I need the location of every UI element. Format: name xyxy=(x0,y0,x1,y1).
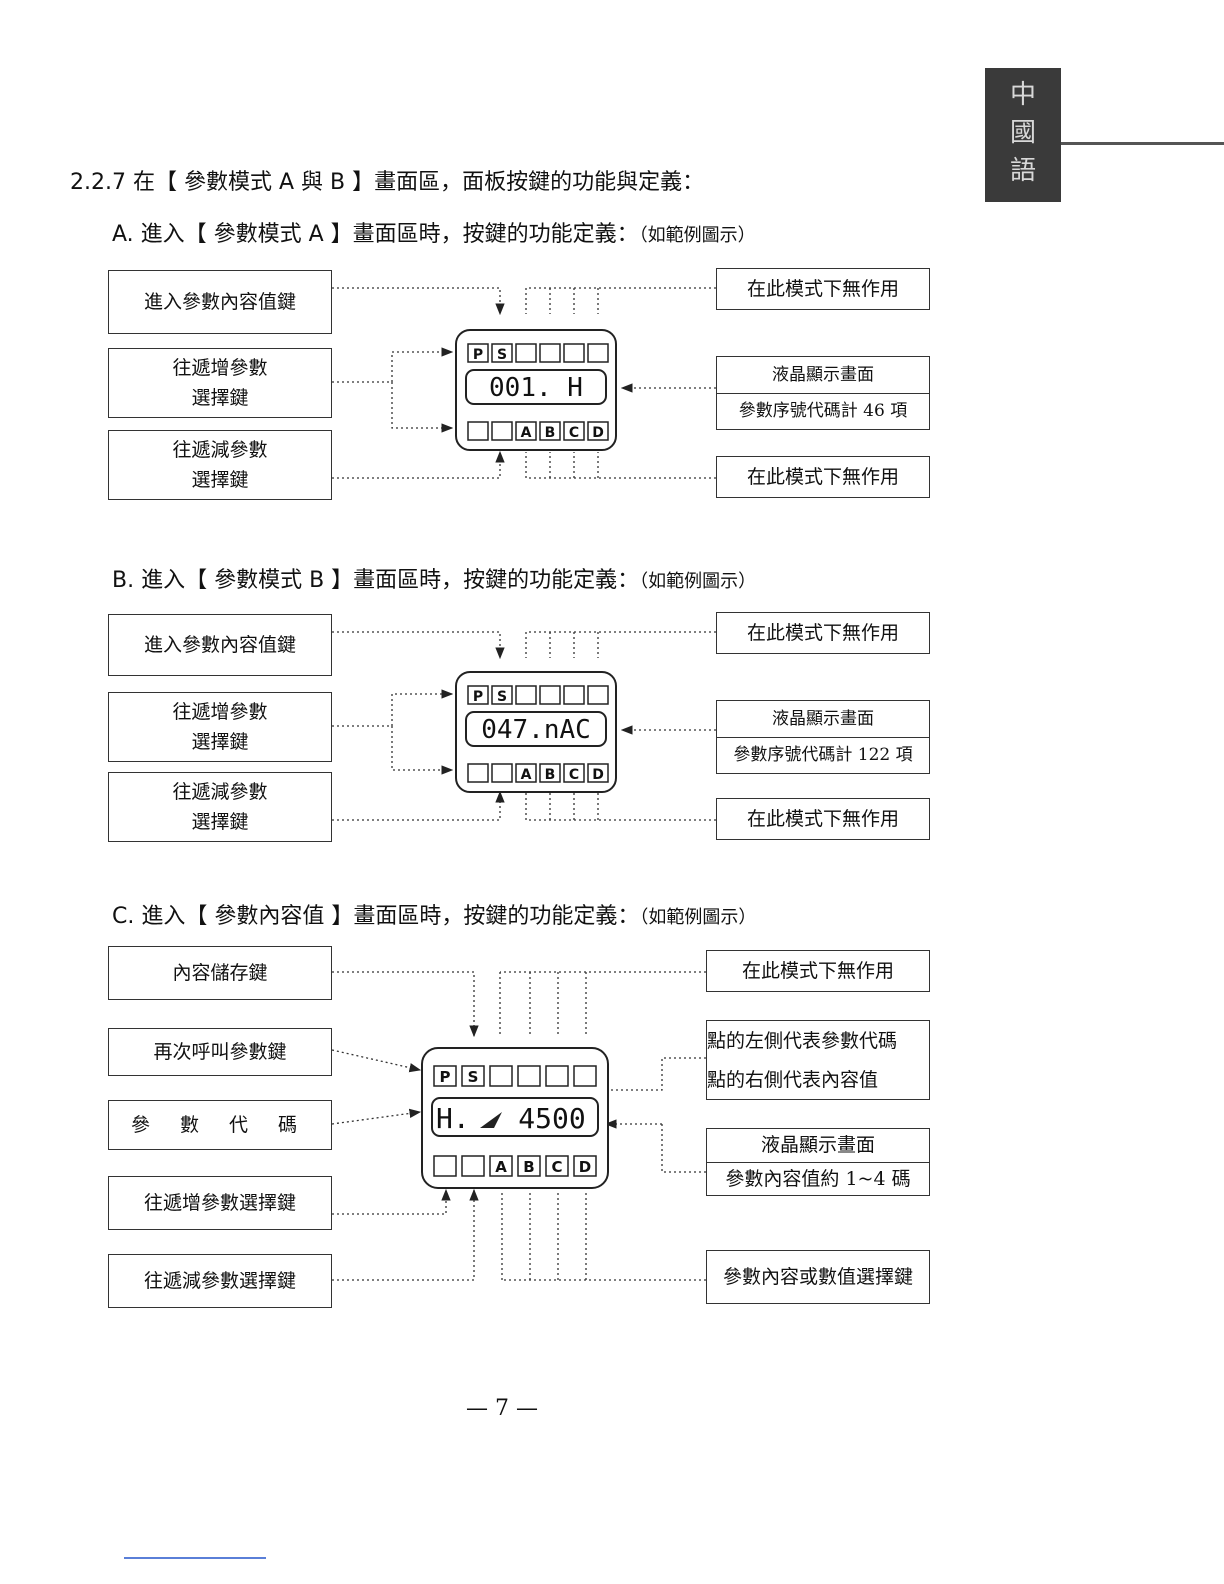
tab-char: 語 xyxy=(1009,156,1036,186)
svg-text:D: D xyxy=(592,425,604,441)
svg-text:C: C xyxy=(551,1158,562,1176)
svg-text:S: S xyxy=(497,689,507,705)
svg-text:C: C xyxy=(569,767,579,783)
svg-text:A: A xyxy=(521,425,532,441)
box-lcd-display: 液晶顯示畫面 參數序號代碼計 122 項 xyxy=(716,700,930,774)
box-content-save-key: 內容儲存鍵 xyxy=(108,946,332,1000)
tab-rule xyxy=(1061,142,1224,145)
section-a-title: A. 進入【 參數模式 A 】畫面區時，按鍵的功能定義：（如範例圖示） xyxy=(112,222,756,247)
svg-text:P: P xyxy=(473,689,483,705)
box-no-function-top: 在此模式下無作用 xyxy=(716,268,930,310)
svg-text:S: S xyxy=(497,347,507,363)
box-decrement-key: 往遞減參數選擇鍵 xyxy=(108,772,332,842)
box-no-function-bottom: 在此模式下無作用 xyxy=(716,456,930,498)
svg-text:C: C xyxy=(569,425,579,441)
box-param-code: 參 數 代 碼 xyxy=(108,1100,332,1150)
svg-text:B: B xyxy=(523,1158,534,1176)
language-tab: 中 國 語 xyxy=(985,68,1061,202)
svg-text:A: A xyxy=(521,767,532,783)
box-no-function-top: 在此模式下無作用 xyxy=(706,950,930,992)
page-number: — 7 — xyxy=(466,1396,538,1421)
box-no-function-top: 在此模式下無作用 xyxy=(716,612,930,654)
box-enter-param-value-key: 進入參數內容值鍵 xyxy=(108,270,332,334)
box-no-function-bottom: 在此模式下無作用 xyxy=(716,798,930,840)
box-lcd-display: 液晶顯示畫面 參數內容值約 1~4 碼 xyxy=(706,1128,930,1196)
svg-text:A: A xyxy=(495,1158,507,1176)
box-increment-key: 往遞增參數選擇鍵 xyxy=(108,348,332,418)
tab-char: 中 xyxy=(1009,80,1036,110)
lcd-text: 047.nAC xyxy=(481,715,591,745)
svg-text:P: P xyxy=(440,1068,451,1086)
box-increment-key: 往遞增參數選擇鍵 xyxy=(108,692,332,762)
lcd-value: 4500 xyxy=(518,1102,585,1135)
section-heading: 2.2.7 在【 參數模式 A 與 B 】畫面區，面板按鍵的功能與定義： xyxy=(70,170,705,195)
svg-text:B: B xyxy=(545,425,556,441)
box-recall-param-key: 再次呼叫參數鍵 xyxy=(108,1028,332,1076)
lcd-param-code: H. xyxy=(436,1102,470,1135)
box-value-select-key: 參數內容或數值選擇鍵 xyxy=(706,1250,930,1304)
svg-text:D: D xyxy=(579,1158,591,1176)
section-c-title: C. 進入【 參數內容值 】畫面區時，按鍵的功能定義：（如範例圖示） xyxy=(112,904,757,929)
svg-text:S: S xyxy=(468,1068,479,1086)
svg-text:P: P xyxy=(473,347,483,363)
box-enter-param-value-key: 進入參數內容值鍵 xyxy=(108,614,332,676)
lcd-text: 001. H xyxy=(489,373,583,403)
svg-text:D: D xyxy=(592,767,604,783)
footer-rule xyxy=(124,1557,266,1559)
box-decrement-key: 往遞減參數選擇鍵 xyxy=(108,1254,332,1308)
section-b-title: B. 進入【 參數模式 B 】畫面區時，按鍵的功能定義：（如範例圖示） xyxy=(112,568,757,593)
box-lcd-display: 液晶顯示畫面 參數序號代碼計 46 項 xyxy=(716,356,930,430)
tab-char: 國 xyxy=(1009,118,1036,148)
box-dot-description: 點的左側代表參數代碼 點的右側代表內容值 xyxy=(706,1020,930,1100)
svg-text:B: B xyxy=(545,767,556,783)
box-decrement-key: 往遞減參數選擇鍵 xyxy=(108,430,332,500)
box-increment-key: 往遞增參數選擇鍵 xyxy=(108,1176,332,1230)
